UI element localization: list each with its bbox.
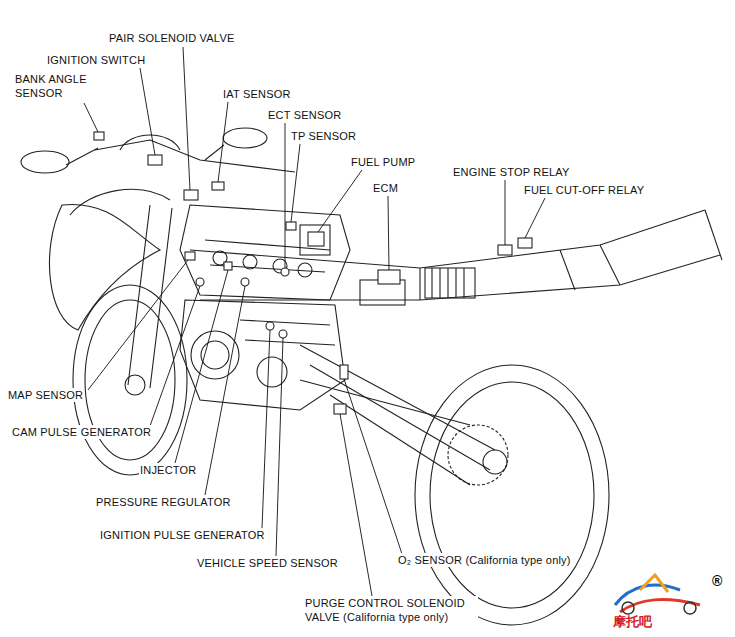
part-label: MAP SENSOR [7,388,84,402]
front-fork [128,205,172,388]
part-label: ECM [372,181,399,195]
watermark-logo [615,575,700,614]
part-label: PURGE CONTROL SOLENOID VALVE (California… [304,596,478,624]
part-label: PAIR SOLENOID VALVE [108,31,235,45]
part-label: ENGINE STOP RELAY [452,165,571,179]
front-wheel [73,285,187,475]
part-label: IGNITION SWITCH [46,53,146,67]
engine-top [180,205,350,300]
part-label: PRESSURE REGULATOR [95,495,232,509]
watermark: 摩托吧 [612,615,654,629]
part-label: VEHICLE SPEED SENSOR [196,556,339,570]
rear-wheel [415,365,609,625]
registered-mark: ® [711,574,724,588]
part-label: INJECTOR [139,463,197,477]
part-label: IAT SENSOR [222,87,292,101]
part-label: FUEL CUT-OFF RELAY [523,183,645,197]
swingarm [300,345,495,485]
leader-lines [84,47,545,596]
part-label: IGNITION PULSE GENERATOR [99,528,266,542]
frame [190,210,722,300]
part-label: CAM PULSE GENERATOR [11,425,152,439]
part-label: TP SENSOR [290,129,357,143]
part-label: ECT SENSOR [267,108,342,122]
part-label: FUEL PUMP [350,155,416,169]
battery-box [360,268,475,305]
part-label: BANK ANGLE SENSOR [14,72,94,100]
part-label: O₂ SENSOR (California type only) [397,553,572,567]
